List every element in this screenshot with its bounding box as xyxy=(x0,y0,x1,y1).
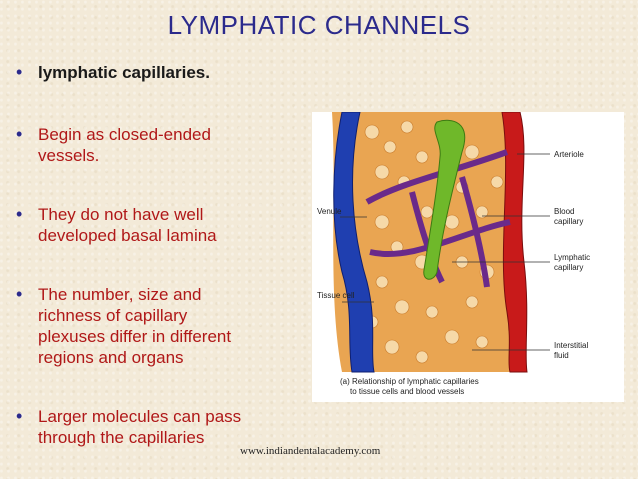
bullet-text: developed basal lamina xyxy=(38,226,217,245)
figure-caption: to tissue cells and blood vessels xyxy=(350,387,464,396)
lymphatic-capillary-vessel xyxy=(423,119,466,280)
bullet-text: plexuses differ in different xyxy=(38,327,232,346)
label-tissue-cell: Tissue cell xyxy=(317,291,355,300)
bullet-text: They do not have well xyxy=(38,205,204,224)
bullet-dot-icon: • xyxy=(16,284,23,304)
label-lymphatic-capillary: capillary xyxy=(554,263,583,272)
bullet-dot-icon: • xyxy=(16,124,23,144)
label-lymphatic-capillary: Lymphatic xyxy=(554,253,590,262)
lymphatic-diagram: Arteriole Venule Blood capillary Lymphat… xyxy=(312,111,624,402)
bullet-text: through the capillaries xyxy=(38,428,205,447)
label-arteriole: Arteriole xyxy=(554,150,584,159)
figure-caption: (a) Relationship of lymphatic capillarie… xyxy=(340,377,479,386)
bullet-dot-icon: • xyxy=(16,204,23,224)
venule-vessel xyxy=(333,111,375,373)
bullet-text: Larger molecules can pass xyxy=(38,407,242,426)
label-blood-capillary: Blood xyxy=(554,207,574,216)
label-blood-capillary: capillary xyxy=(554,217,583,226)
leader-lines xyxy=(340,153,550,351)
bullet-text: The number, size and xyxy=(38,285,202,304)
bullet-text: richness of capillary xyxy=(38,306,188,325)
label-venule: Venule xyxy=(317,207,342,216)
bullet-dot-icon: • xyxy=(16,62,23,82)
diagram-svg: Arteriole Venule Blood capillary Lymphat… xyxy=(317,111,590,396)
bullet-text: Begin as closed-ended xyxy=(38,125,211,144)
bullet-text: vessels. xyxy=(38,146,100,165)
label-interstitial-fluid: fluid xyxy=(554,351,569,360)
label-interstitial-fluid: Interstitial xyxy=(554,341,588,350)
bullet-text: lymphatic capillaries. xyxy=(38,63,210,82)
bullet-text: regions and organs xyxy=(38,348,184,367)
bullet-dot-icon: • xyxy=(16,406,23,426)
footer-url: www.indiandentalacademy.com xyxy=(240,445,381,457)
slide-title: LYMPHATIC CHANNELS xyxy=(167,10,471,40)
